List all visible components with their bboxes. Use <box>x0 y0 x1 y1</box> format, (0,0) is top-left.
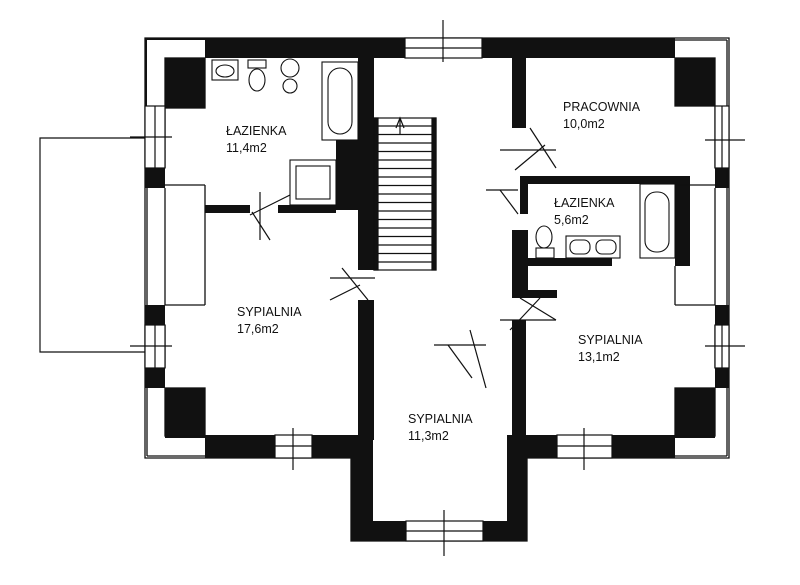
window-bottom-center <box>405 510 484 556</box>
room-area-bath-left: 11,4m2 <box>226 141 267 155</box>
window-left-lower <box>130 324 172 369</box>
window-right-lower <box>705 324 745 369</box>
bidet-left-bath <box>280 58 300 94</box>
room-area-bedroom-left: 17,6m2 <box>237 322 279 336</box>
room-name-bedroom-right: SYPIALNIA <box>578 333 643 347</box>
room-name-bedroom-left: SYPIALNIA <box>237 305 302 319</box>
room-name-bath-right: ŁAZIENKA <box>554 196 615 210</box>
shower-left <box>289 159 337 206</box>
walls <box>145 38 729 541</box>
room-area-bedroom-center: 11,3m2 <box>408 429 449 443</box>
bathtub-right <box>639 183 676 259</box>
bathtub-left <box>321 61 359 141</box>
window-right-upper <box>705 105 745 169</box>
room-name-bath-left: ŁAZIENKA <box>226 124 287 138</box>
room-area-bath-right: 5,6m2 <box>554 213 589 227</box>
room-name-bedroom-center: SYPIALNIA <box>408 412 473 426</box>
fixtures <box>211 58 676 259</box>
window-left-upper <box>130 105 172 169</box>
window-bottom-right <box>556 428 613 470</box>
room-name-office: PRACOWNIA <box>563 100 641 114</box>
toilet-left-bath <box>247 59 267 92</box>
room-area-office: 10,0m2 <box>563 117 605 131</box>
balcony <box>39 137 145 353</box>
window-bottom-left <box>274 428 313 470</box>
door-bath-right <box>486 189 519 215</box>
room-area-bedroom-right: 13,1m2 <box>578 350 620 364</box>
door-office <box>500 127 557 171</box>
windows <box>130 20 745 556</box>
door-bedroom-left <box>329 267 375 301</box>
door-bedroom-center <box>434 329 487 389</box>
toilet-right-bath <box>535 225 555 259</box>
room-labels: ŁAZIENKA 11,4m2 SYPIALNIA 17,6m2 SYPIALN… <box>226 100 643 443</box>
staircase <box>373 116 437 271</box>
sinks-right-bath <box>565 235 621 259</box>
window-top-center <box>404 20 483 62</box>
outer-outline <box>144 37 730 542</box>
doors <box>249 127 557 389</box>
door-bedroom-right <box>500 297 557 331</box>
door-bath-left <box>249 192 291 241</box>
sink-left-bath <box>211 59 239 81</box>
